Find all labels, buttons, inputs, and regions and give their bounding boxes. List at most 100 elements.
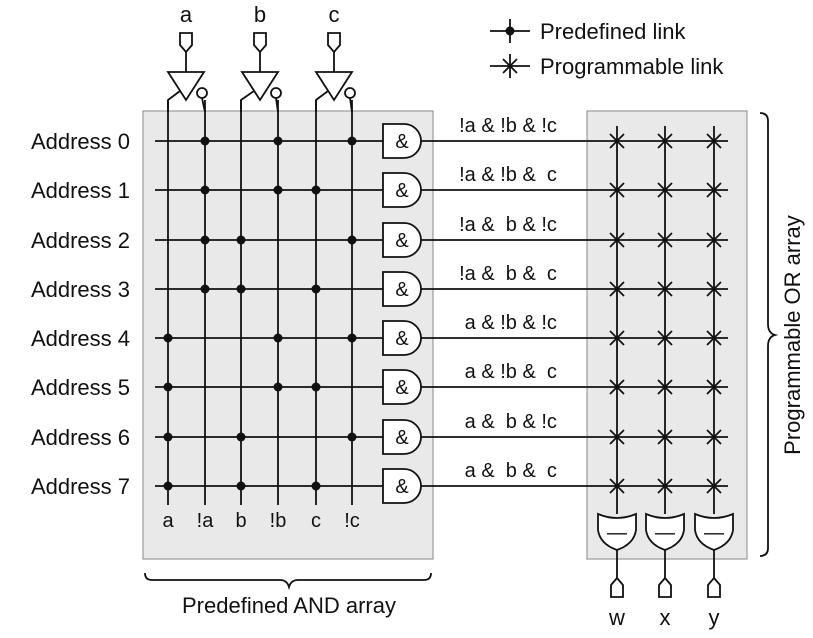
predefined-link-dot (163, 382, 173, 392)
column-label-2: b (235, 510, 246, 532)
output-connector-y (707, 576, 721, 598)
legend-predefined-label: Predefined link (540, 19, 687, 44)
address-labels: Address 0 Address 1 Address 2 Address 3 Addr… (31, 129, 130, 499)
address-label-7: Address 7 (31, 474, 130, 499)
output-label-y: y (709, 605, 720, 630)
output-connector-x (658, 576, 672, 598)
column-label-1: !a (197, 510, 215, 532)
column-label-5: !c (344, 510, 360, 532)
and-gate-symbol: & (395, 131, 409, 153)
and-array: a !a b !b c !c & & & & & & & & (155, 100, 422, 532)
input-label-c: c (329, 2, 340, 27)
and-gate (382, 369, 422, 405)
or-gate (645, 512, 685, 551)
predefined-link-dot (200, 235, 210, 245)
buffer-inverter-a (166, 71, 206, 102)
column-label-4: c (311, 510, 321, 532)
or-array: !a & !b & !c !a & !b & c !a & b & !c !a & b… (421, 115, 734, 630)
predefined-link-dot (200, 284, 210, 294)
and-gate-symbol: & (395, 427, 409, 449)
output-label-x: x (660, 605, 671, 630)
or-gate-symbol: — (607, 522, 627, 544)
or-gate (694, 512, 734, 551)
output-connector-w (610, 576, 624, 598)
predefined-link-dot (236, 235, 246, 245)
inversion-bubble-b (270, 87, 282, 99)
minterm-label-0: !a & !b & !c (459, 115, 557, 137)
input-buffers: a b c (166, 2, 356, 113)
input-connector-b (253, 32, 267, 54)
or-gate-symbol: — (655, 522, 675, 544)
address-label-3: Address 3 (31, 277, 130, 302)
input-connector-a (179, 32, 193, 54)
and-gate (382, 271, 422, 307)
and-gate (382, 172, 422, 208)
legend-programmable-label: Programmable link (540, 54, 724, 79)
input-connector-c (327, 32, 341, 54)
input-label-a: a (180, 2, 193, 27)
predefined-link-dot (347, 432, 357, 442)
predefined-link-dot (311, 481, 321, 491)
and-gate (382, 468, 422, 504)
predefined-link-dot (273, 185, 283, 195)
and-gate-symbol: & (395, 476, 409, 498)
address-label-0: Address 0 (31, 129, 130, 154)
minterm-label-4: a & !b & !c (459, 312, 557, 334)
address-label-6: Address 6 (31, 425, 130, 450)
predefined-link-dot (273, 382, 283, 392)
and-gate-symbol: & (395, 230, 409, 252)
predefined-link-dot (163, 481, 173, 491)
minterm-label-6: a & b & !c (459, 411, 557, 433)
and-array-label: Predefined AND array (182, 593, 396, 618)
minterm-label-7: a & b & c (459, 460, 557, 482)
or-array-brace (759, 112, 779, 557)
column-label-0: a (162, 510, 174, 532)
buffer-inverter-c (314, 71, 354, 102)
programmable-link-star-icon (502, 58, 518, 74)
input-label-b: b (254, 2, 266, 27)
predefined-link-dot (273, 333, 283, 343)
minterm-label-1: !a & !b & c (459, 164, 557, 186)
address-label-2: Address 2 (31, 228, 130, 253)
address-label-5: Address 5 (31, 375, 130, 400)
and-gate-symbol: & (395, 377, 409, 399)
predefined-link-dot (311, 284, 321, 294)
and-gate-symbol: & (395, 328, 409, 350)
minterm-label-3: !a & b & c (459, 263, 557, 285)
and-gate-symbol: & (395, 180, 409, 202)
address-label-4: Address 4 (31, 326, 130, 351)
minterm-label-2: !a & b & !c (459, 214, 557, 236)
or-gate-symbol: — (704, 522, 724, 544)
minterm-label-5: a & !b & c (459, 361, 557, 383)
and-gate (382, 222, 422, 258)
buffer-inverter-b (240, 71, 280, 102)
predefined-link-dot-icon (505, 26, 515, 36)
predefined-link-dot (311, 382, 321, 392)
address-label-1: Address 1 (31, 178, 130, 203)
predefined-link-dot (200, 136, 210, 146)
predefined-link-dot (163, 333, 173, 343)
predefined-link-dot (236, 481, 246, 491)
predefined-link-dot (200, 185, 210, 195)
or-array-label: Programmable OR array (780, 215, 805, 455)
and-array-brace (144, 572, 432, 591)
legend: Predefined link Programmable link (490, 19, 724, 79)
predefined-link-dot (311, 185, 321, 195)
inversion-bubble-c (344, 87, 356, 99)
output-label-w: w (608, 605, 625, 630)
column-label-3: !b (270, 510, 287, 532)
and-gate (382, 320, 422, 356)
predefined-link-dot (347, 235, 357, 245)
and-gate (382, 123, 422, 159)
predefined-link-dot (236, 432, 246, 442)
or-gate (597, 512, 637, 551)
predefined-link-dot (236, 284, 246, 294)
predefined-link-dot (163, 432, 173, 442)
predefined-link-dot (347, 333, 357, 343)
and-gate-symbol: & (395, 279, 409, 301)
and-gate (382, 419, 422, 455)
inversion-bubble-a (196, 87, 208, 99)
predefined-link-dot (347, 136, 357, 146)
predefined-link-dot (273, 136, 283, 146)
